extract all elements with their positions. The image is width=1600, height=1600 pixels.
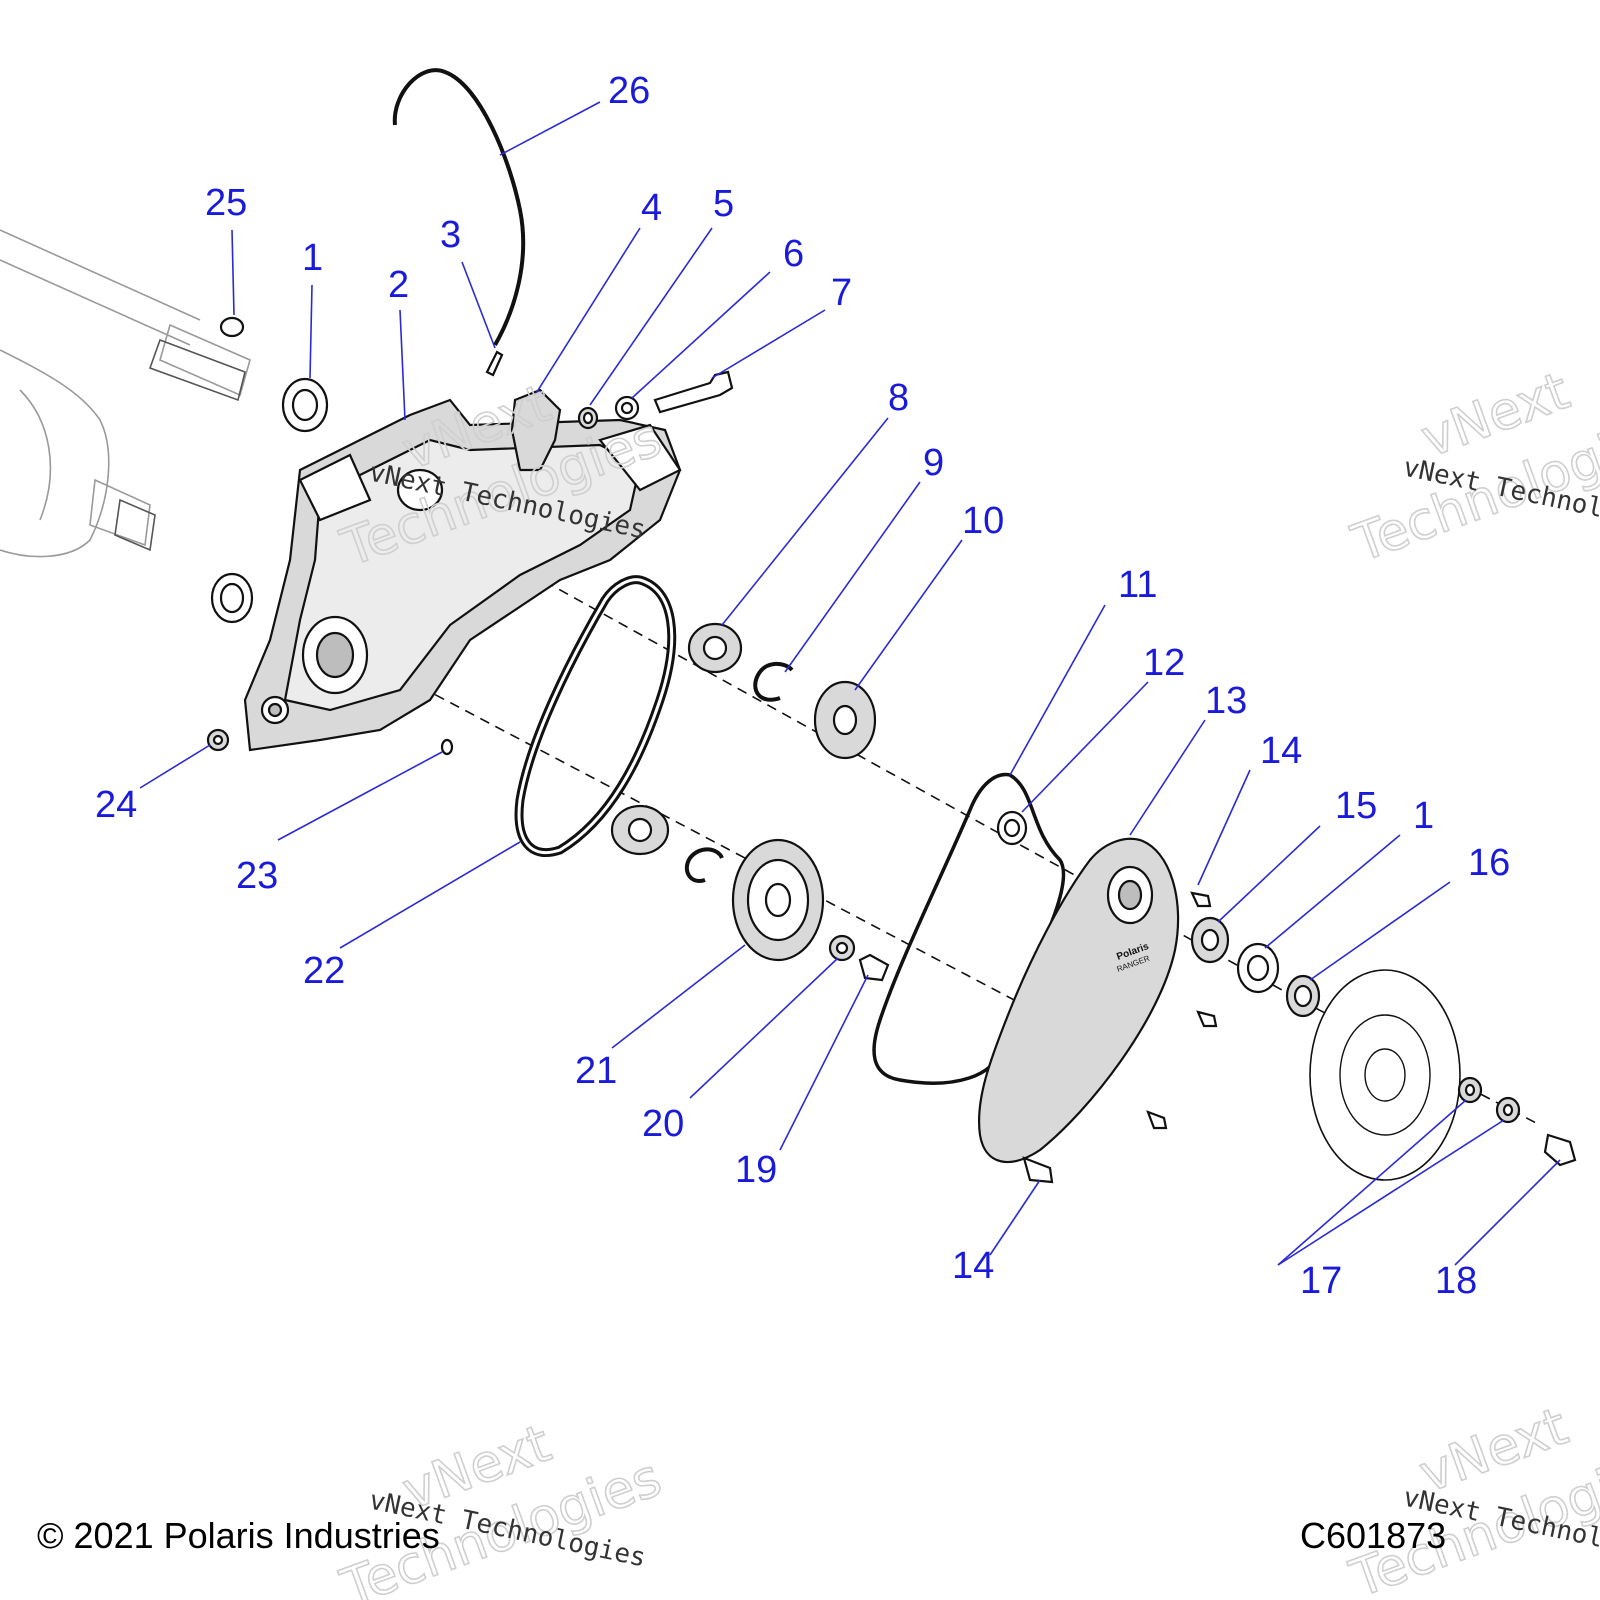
callout-7: 7 <box>831 272 852 314</box>
part-20-washer <box>828 934 856 962</box>
copyright-text: © 2021 Polaris Industries <box>37 1515 440 1556</box>
callout-5: 5 <box>713 183 734 225</box>
part-5-nut <box>577 406 599 430</box>
part-26-cable <box>392 68 526 346</box>
callout-3: 3 <box>440 214 461 256</box>
callout-26: 26 <box>608 70 650 112</box>
callout-25: 25 <box>205 182 247 224</box>
part-13-chaincase-cover: Polaris RANGER <box>977 837 1180 1164</box>
part-8-bearing <box>687 622 743 674</box>
callout-12: 12 <box>1143 642 1185 684</box>
callout-13: 13 <box>1205 680 1247 722</box>
callout-19: 19 <box>735 1149 777 1191</box>
part-22-chain <box>514 575 677 857</box>
part-1-seal-upper <box>281 377 329 433</box>
callout-24: 24 <box>95 784 137 826</box>
callout-9: 9 <box>923 442 944 484</box>
part-23-pin <box>440 738 454 756</box>
part-11-gasket <box>872 772 1066 1085</box>
part-25-oring <box>219 316 245 338</box>
diagram-id: C601873 <box>1300 1515 1446 1556</box>
part-10-sprocket-small <box>813 680 877 760</box>
part-17-washers <box>1457 1076 1521 1124</box>
part-3-pin <box>485 350 504 377</box>
part-15-seal <box>1190 916 1230 964</box>
callout-2: 2 <box>388 264 409 306</box>
ghost-axle-assembly <box>0 229 251 558</box>
callout-6: 6 <box>783 233 804 275</box>
part-21-sprocket-large <box>731 838 825 962</box>
callout-23: 23 <box>236 855 278 897</box>
part-19-bolt <box>858 953 890 982</box>
splined-shaft <box>114 338 246 552</box>
watermark-bottom-right: vNext Technologies <box>1342 1396 1600 1600</box>
callout-1-right: 1 <box>1413 795 1434 837</box>
callout-11: 11 <box>1118 564 1157 606</box>
callout-14-lower: 14 <box>952 1245 994 1287</box>
part-14-cover-bolts <box>1022 891 1218 1184</box>
callout-14-upper: 14 <box>1260 730 1302 772</box>
part-18-bolt <box>1543 1133 1577 1167</box>
callout-17: 17 <box>1300 1260 1342 1302</box>
brake-rotor <box>1309 969 1461 1181</box>
watermark-right: vNext Technologies <box>1344 360 1600 575</box>
leader-lines <box>139 101 1561 1266</box>
part-6-washer <box>614 395 640 421</box>
part-7-bolt <box>653 370 734 414</box>
callout-16: 16 <box>1468 842 1510 884</box>
part-12-seal <box>996 810 1028 846</box>
part-2-chaincase-housing <box>243 398 682 752</box>
callout-1-upper: 1 <box>302 237 323 279</box>
callout-22: 22 <box>303 950 345 992</box>
callout-8: 8 <box>888 377 909 419</box>
watermarks: vNext Technologies vNext Technologies vN… <box>333 360 1600 1600</box>
callout-15: 15 <box>1335 785 1377 827</box>
part-4-bracket <box>510 388 562 472</box>
callout-18: 18 <box>1435 1260 1477 1302</box>
callout-10: 10 <box>962 500 1004 542</box>
lower-snap-ring <box>684 847 724 883</box>
part-24-nut <box>206 728 230 752</box>
callout-21: 21 <box>575 1050 617 1092</box>
callout-20: 20 <box>642 1103 684 1145</box>
part-16-spacer <box>1285 974 1321 1018</box>
callout-4: 4 <box>641 187 662 229</box>
part-1-seal-right <box>1236 942 1280 994</box>
part-1-seal-left <box>210 572 254 624</box>
lower-bearing <box>610 804 670 856</box>
callout-labels: 26 25 1 2 3 4 5 6 7 8 9 10 11 12 13 14 1… <box>95 70 1510 1302</box>
part-9-snap-ring <box>753 661 794 702</box>
